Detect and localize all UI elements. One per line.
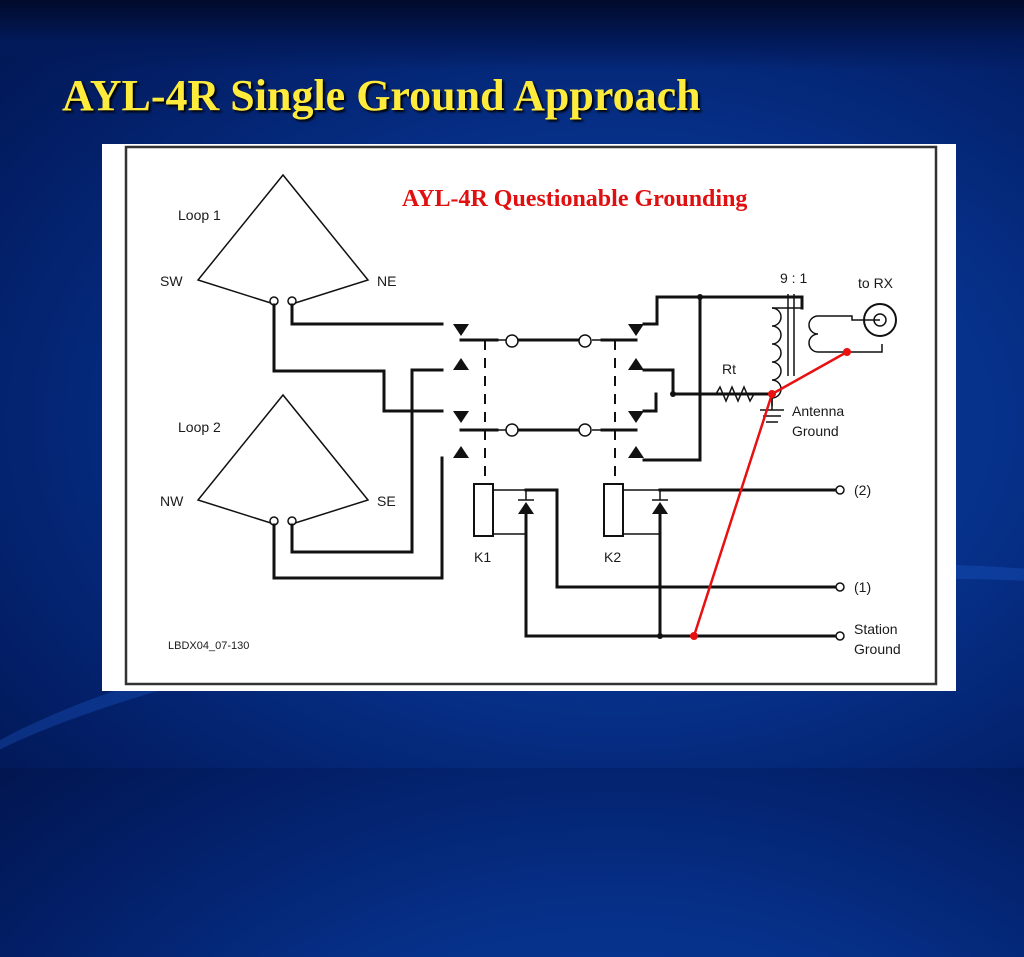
wire-nw	[272, 456, 444, 580]
questionable-ground-annotation	[690, 348, 851, 640]
relay-k1: K1	[473, 483, 842, 638]
crossover-terminal-2b	[578, 423, 592, 437]
red-line-station	[692, 393, 774, 637]
terminal-2-node	[835, 485, 845, 495]
antenna-ground-label-2: Ground	[792, 423, 839, 439]
k1-contact-4	[453, 446, 469, 458]
title-band	[0, 0, 1024, 70]
loop-1-label: Loop 1	[178, 207, 221, 223]
k1-contact-1	[453, 324, 469, 336]
resistor-zigzag	[707, 385, 772, 403]
wire-to-resistor	[642, 368, 772, 396]
coax-outer	[863, 303, 897, 337]
primary-coil	[771, 307, 782, 399]
wire-ne	[290, 303, 444, 326]
wire-top-bus	[642, 295, 804, 326]
loop-1-wire	[196, 173, 370, 305]
transformer: 9 : 1	[771, 270, 883, 406]
wire-contact-3	[642, 392, 658, 413]
secondary-coil	[808, 315, 819, 353]
k1-coil	[473, 483, 494, 537]
loop-2-se-label: SE	[377, 493, 396, 509]
coax-connector: to RX	[858, 275, 897, 337]
wire-station-ground	[524, 512, 842, 638]
relay-k2: K2	[603, 483, 842, 639]
diagram-frame	[124, 145, 938, 686]
k1-diode	[518, 502, 534, 514]
k2-contact-2	[628, 358, 644, 370]
terminal-2-label: (2)	[854, 482, 871, 498]
loop-2: Loop 2 NW SE	[160, 393, 396, 526]
crossover	[497, 334, 602, 437]
terminal-1-label: (1)	[854, 579, 871, 595]
loop-1: Loop 1 SW NE	[160, 173, 396, 306]
transformer-ratio: 9 : 1	[780, 270, 807, 286]
wire-sw	[272, 303, 444, 413]
k1-contact-2	[453, 358, 469, 370]
k1-label: K1	[474, 549, 491, 565]
crossover-terminal-1b	[578, 334, 592, 348]
k2-contact-3	[628, 411, 644, 423]
coax-center	[873, 313, 887, 327]
drawing-id: LBDX04_07-130	[168, 640, 249, 652]
loop-1-sw-label: SW	[160, 273, 183, 289]
schematic-diagram: AYL-4R Questionable Grounding Loop 1 SW …	[124, 145, 938, 686]
red-dot-antenna	[768, 390, 776, 398]
station-ground-label-1: Station	[854, 621, 898, 637]
terminal-1-node	[835, 582, 845, 592]
k2-coil	[603, 483, 624, 537]
k1-contacts	[453, 324, 499, 484]
wire-terminal-1	[524, 488, 842, 589]
loop-wiring	[272, 303, 444, 580]
station-ground-label-2: Ground	[854, 641, 901, 657]
slide-title: AYL-4R Single Ground Approach	[62, 71, 701, 120]
k2-diode	[652, 502, 668, 514]
to-rx-label: to RX	[858, 275, 894, 291]
diagram-heading: AYL-4R Questionable Grounding	[402, 186, 747, 212]
wire-right-vertical	[642, 295, 702, 462]
k2-contact-4	[628, 446, 644, 458]
red-dot-station	[690, 632, 698, 640]
station-ground-node	[835, 631, 845, 641]
antenna-ground: Antenna Ground	[760, 394, 844, 439]
loop-2-wire	[196, 393, 370, 525]
red-dot-coax	[843, 348, 851, 356]
loop-2-nw-label: NW	[160, 493, 184, 509]
resistor-rt: Rt	[707, 361, 772, 403]
resistor-label: Rt	[722, 361, 736, 377]
crossover-terminal-2a	[505, 423, 519, 437]
wire-se	[290, 368, 444, 554]
k2-contact-1	[628, 324, 644, 336]
k2-label: K2	[604, 549, 621, 565]
output-wiring	[642, 294, 804, 462]
output-terminals: (2) (1) Station Ground	[835, 482, 901, 657]
k1-contact-3	[453, 411, 469, 423]
diagram-panel: AYL-4R Questionable Grounding Loop 1 SW …	[102, 144, 956, 691]
loop-2-label: Loop 2	[178, 419, 221, 435]
k2-contacts	[600, 324, 644, 484]
red-line-coax	[771, 350, 848, 396]
antenna-ground-label-1: Antenna	[792, 403, 844, 419]
loop-1-ne-label: NE	[377, 273, 396, 289]
crossover-terminal-1a	[505, 334, 519, 348]
